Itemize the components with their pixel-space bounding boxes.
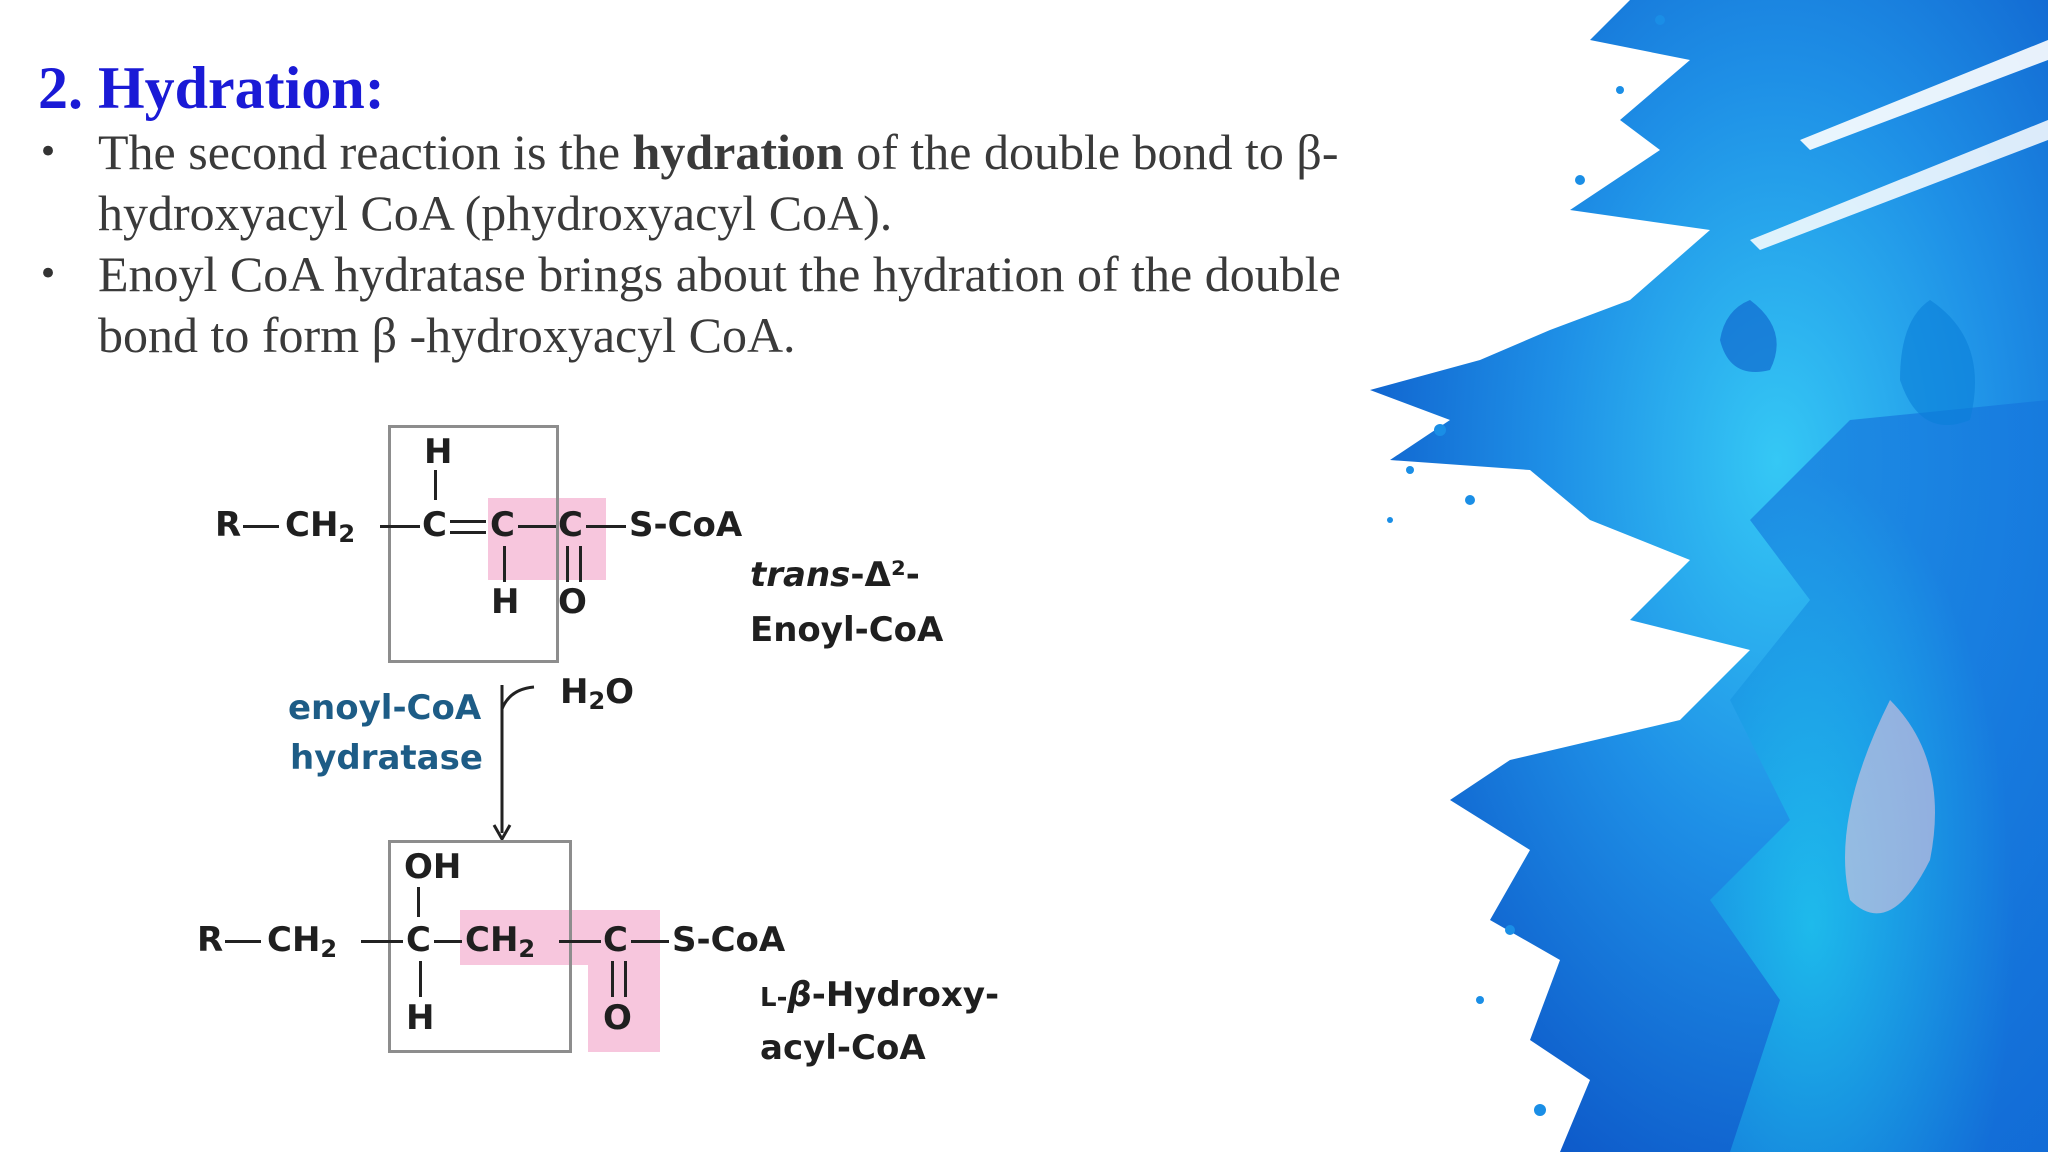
bullet-marker: •	[38, 254, 59, 294]
single-bond	[361, 940, 403, 943]
atom-label: H	[491, 582, 520, 622]
enzyme-name: hydratase	[290, 738, 483, 778]
bullet-bold-term: hydration	[632, 124, 844, 180]
atom-label: O	[603, 998, 632, 1038]
atom-label: S-CoA	[629, 505, 743, 545]
single-bond	[586, 525, 626, 528]
atom-label: R	[215, 505, 242, 545]
reagent-water: H2O	[560, 672, 635, 715]
product-name: L-β-Hydroxy-	[760, 975, 1000, 1015]
bullet-item: • The second reaction is the hydration o…	[38, 122, 1438, 244]
bullet-text: bond to form β -hydroxyacyl CoA.	[98, 307, 796, 363]
atom-label: H	[406, 998, 435, 1038]
highlight-region	[488, 498, 606, 580]
atom-label: C	[406, 920, 431, 960]
atom-label: S-CoA	[672, 920, 786, 960]
single-bond	[559, 940, 601, 943]
reactant-name: trans-Δ²-	[750, 555, 920, 595]
atom-label: CH2	[465, 920, 536, 963]
bullet-text: Enoyl CoA hydratase brings about the hyd…	[98, 246, 1341, 302]
atom-label: CH2	[285, 505, 356, 548]
double-bond	[450, 531, 486, 534]
structure-box	[388, 840, 572, 1053]
double-bond	[566, 546, 582, 582]
atom-label: CH2	[267, 920, 338, 963]
atom-label: C	[558, 505, 583, 545]
single-bond	[631, 940, 669, 943]
atom-label: C	[490, 505, 515, 545]
structure-box	[388, 425, 559, 663]
single-bond	[518, 525, 556, 528]
bullet-marker: •	[38, 132, 59, 172]
atom-label: OH	[404, 847, 462, 887]
single-bond	[243, 525, 279, 528]
bullet-list: • The second reaction is the hydration o…	[38, 122, 1438, 366]
atom-label: R	[197, 920, 224, 960]
watercolor-splash-decoration	[1370, 0, 2048, 1152]
bullet-text: hydroxyacyl CoA (phydroxyacyl CoA).	[98, 185, 893, 241]
single-bond	[434, 470, 437, 500]
enzyme-name: enoyl-CoA	[288, 688, 482, 728]
double-bond	[611, 961, 627, 997]
single-bond	[225, 940, 261, 943]
single-bond	[417, 887, 420, 917]
atom-label: C	[603, 920, 628, 960]
single-bond	[434, 940, 462, 943]
atom-label: H	[424, 432, 453, 472]
single-bond	[419, 961, 422, 997]
reaction-scheme: H R CH2 C C C S-CoA H O trans-Δ²- Enoyl-…	[180, 410, 1080, 1110]
bullet-text: The second reaction is the	[98, 124, 633, 180]
bullet-text: of the double bond to β-	[843, 124, 1339, 180]
reactant-name: Enoyl-CoA	[750, 610, 944, 650]
slide-title: 2. Hydration:	[38, 55, 385, 121]
atom-label: C	[422, 505, 447, 545]
reaction-arrow	[492, 685, 535, 843]
double-bond	[450, 520, 486, 523]
bullet-item: • Enoyl CoA hydratase brings about the h…	[38, 244, 1438, 366]
single-bond	[503, 546, 506, 582]
product-name: acyl-CoA	[760, 1028, 926, 1068]
single-bond	[380, 525, 420, 528]
atom-label: O	[558, 582, 587, 622]
